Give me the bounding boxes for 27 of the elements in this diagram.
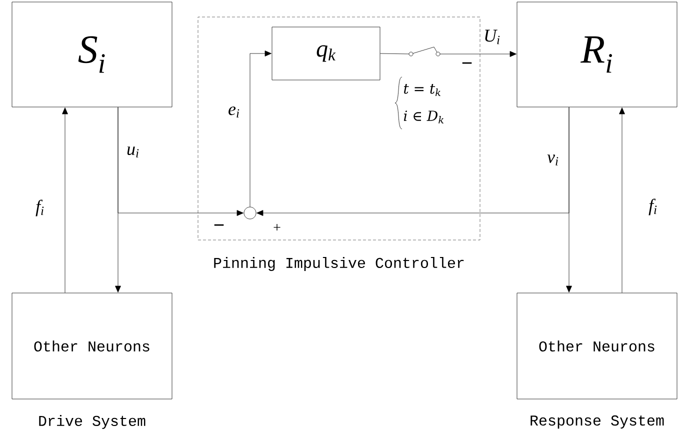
- edge-label: U$_{i}$: [485, 30, 500, 44]
- system-box: R$_{i}$: [516, 2, 678, 108]
- arrow: [380, 46, 516, 57]
- arrow: [619, 108, 625, 293]
- arrow: [62, 108, 68, 293]
- system-caption: Pinning Impulsive Controller: [214, 257, 464, 271]
- system-box: S$_{i}$: [12, 2, 172, 108]
- condition-text: t = t$_{k}$: [404, 84, 440, 96]
- edge-label: e$_{i}$: [228, 106, 240, 118]
- sign-label: −: [214, 224, 224, 226]
- edge-label: v$_{i}$: [547, 154, 558, 166]
- system-caption: Drive System: [39, 415, 146, 429]
- edge-label: u$_{i}$: [127, 146, 139, 158]
- arrow: [256, 107, 570, 216]
- controller-box: [198, 16, 480, 240]
- summing-junction: [244, 206, 256, 220]
- arrow: [118, 107, 244, 216]
- edge-label: f$_{i}$: [648, 198, 657, 216]
- gain-box: q$_{k}$: [272, 26, 380, 80]
- system-caption: Response System: [530, 415, 664, 429]
- neuron-box: Other Neurons: [12, 292, 172, 400]
- sign-label: +: [274, 224, 280, 231]
- sign-label: −: [462, 62, 472, 64]
- condition-text: i ∈ D$_{k}$: [404, 110, 444, 124]
- arrow: [250, 50, 272, 207]
- edge-label: f$_{i}$: [36, 200, 44, 216]
- neuron-box: Other Neurons: [516, 292, 678, 400]
